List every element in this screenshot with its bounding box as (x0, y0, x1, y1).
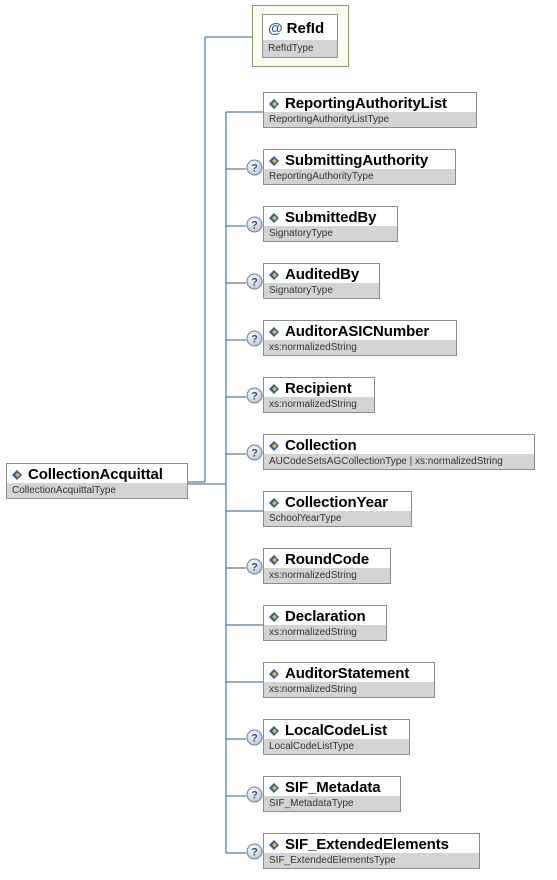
element-type: SignatoryType (264, 283, 379, 298)
element-icon (269, 326, 279, 337)
element-name: Declaration (285, 607, 366, 625)
optional-question-icon: ? (246, 159, 263, 176)
element-type: AUCodeSetsAGCollectionType | xs:normaliz… (264, 454, 534, 469)
element-icon (269, 383, 279, 394)
element-icon (269, 725, 279, 736)
element-type: SignatoryType (264, 226, 397, 241)
optional-question-icon: ? (246, 387, 263, 404)
element-icon (269, 98, 279, 109)
element-icon (269, 554, 279, 565)
element-name: AuditedBy (285, 265, 360, 283)
element-type: xs:normalizedString (264, 340, 456, 355)
svg-text:?: ? (251, 448, 258, 460)
svg-text:?: ? (251, 733, 258, 745)
root-element-type: CollectionAcquittalType (7, 483, 187, 498)
root-element-node[interactable]: CollectionAcquittal CollectionAcquittalT… (6, 463, 188, 499)
element-type: xs:normalizedString (264, 625, 386, 640)
element-name: RoundCode (285, 550, 370, 568)
element-type: LocalCodeListType (264, 739, 409, 754)
element-icon (269, 782, 279, 793)
optional-question-icon: ? (246, 444, 263, 461)
element-icon (269, 839, 279, 850)
element-name: SubmittingAuthority (285, 151, 429, 169)
svg-text:?: ? (251, 163, 258, 175)
optional-question-icon: ? (246, 729, 263, 746)
element-name: LocalCodeList (285, 721, 388, 739)
element-name: SIF_Metadata (285, 778, 381, 796)
root-element-name: CollectionAcquittal (28, 465, 163, 483)
element-name: Recipient (285, 379, 352, 397)
element-icon (269, 269, 279, 280)
element-icon (269, 212, 279, 223)
optional-question-icon: ? (246, 843, 263, 860)
svg-text:?: ? (251, 334, 258, 346)
element-type: SIF_ExtendedElementsType (264, 853, 479, 868)
optional-question-icon: ? (246, 786, 263, 803)
element-name: CollectionYear (285, 493, 388, 511)
element-type: xs:normalizedString (264, 568, 390, 583)
element-name: SubmittedBy (285, 208, 377, 226)
svg-text:?: ? (251, 847, 258, 859)
svg-text:?: ? (251, 562, 258, 574)
svg-text:?: ? (251, 391, 258, 403)
element-name: Collection (285, 436, 357, 454)
svg-text:?: ? (251, 790, 258, 802)
element-type: xs:normalizedString (264, 682, 434, 697)
attributes-group: @ RefId RefIdType (252, 5, 349, 67)
attribute-name: RefId (286, 19, 325, 37)
element-name: ReportingAuthorityList (285, 94, 447, 112)
element-icon (269, 497, 279, 508)
optional-question-icon: ? (246, 330, 263, 347)
element-name: AuditorASICNumber (285, 322, 430, 340)
svg-text:?: ? (251, 220, 258, 232)
element-type: ReportingAuthorityListType (264, 112, 476, 127)
optional-question-icon: ? (246, 216, 263, 233)
attribute-node-refid[interactable]: @ RefId RefIdType (262, 14, 338, 58)
attribute-type: RefIdType (263, 40, 337, 57)
element-name: SIF_ExtendedElements (285, 835, 449, 853)
element-icon (12, 469, 22, 480)
element-type: SchoolYearType (264, 511, 411, 526)
element-type: ReportingAuthorityType (264, 169, 455, 184)
element-name: AuditorStatement (285, 664, 410, 682)
optional-question-icon: ? (246, 273, 263, 290)
attribute-at-icon: @ (268, 19, 283, 37)
element-type: xs:normalizedString (264, 397, 374, 412)
element-icon (269, 668, 279, 679)
element-icon (269, 440, 279, 451)
element-icon (269, 155, 279, 166)
optional-question-icon: ? (246, 558, 263, 575)
element-type: SIF_MetadataType (264, 796, 400, 811)
element-icon (269, 611, 279, 622)
svg-text:?: ? (251, 277, 258, 289)
